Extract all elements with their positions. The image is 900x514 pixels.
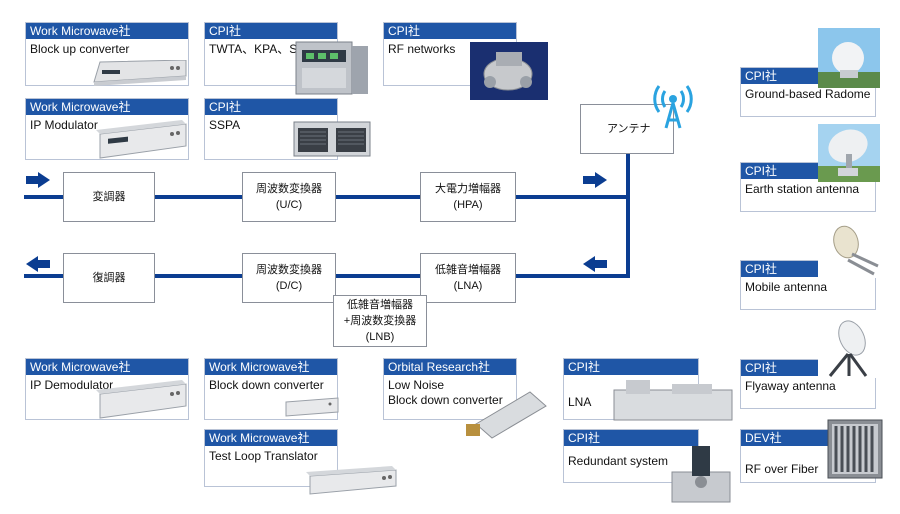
card-vendor: Work Microwave社 [205, 359, 337, 375]
amplifier-image [295, 41, 368, 95]
card-vendor: CPI社 [564, 359, 698, 375]
card-product: Flyaway antenna [745, 379, 836, 393]
card-product: Low Noise Block down converter [388, 378, 503, 407]
redundant-system-image [671, 446, 731, 503]
uplink-in-arrow-icon [26, 172, 50, 188]
card-vendor: Work Microwave社 [205, 430, 337, 446]
card-product: Ground-based Radome [745, 87, 871, 101]
card-product: Earth station antenna [745, 182, 860, 196]
hpa-box: 大電力増幅器 (HPA) [420, 172, 516, 222]
card-product: Test Loop Translator [209, 449, 318, 463]
rf-fiber-chassis-image [827, 419, 883, 479]
antenna-label: アンテナ [607, 123, 651, 135]
card-vendor: Orbital Research社 [384, 359, 516, 375]
card-vendor: CPI社 [205, 99, 337, 115]
card-vendor: CPI社 [205, 23, 337, 39]
flyaway-antenna-image [818, 318, 880, 378]
card-product: Block up converter [30, 42, 130, 56]
card-product: IP Modulator [30, 118, 98, 132]
mobile-antenna-image [818, 220, 880, 278]
earth-station-image [818, 124, 880, 182]
rack-unit-image [96, 120, 187, 159]
demodulator-box: 復調器 [63, 253, 155, 303]
card-product: IP Demodulator [30, 378, 114, 392]
downconverter-box: 周波数変換器 (D/C) [242, 253, 336, 303]
card-vendor: CPI社 [384, 23, 516, 39]
card-vendor: Work Microwave社 [26, 99, 188, 115]
antenna-box: アンテナ [580, 104, 674, 154]
lna-image [613, 380, 733, 421]
modulator-box: 変調器 [63, 172, 155, 222]
card-product: Redundant system [568, 454, 669, 468]
card-vendor: Work Microwave社 [26, 359, 188, 375]
rack-unit-image [93, 60, 187, 86]
radome-image [818, 28, 880, 88]
card-vendor: Work Microwave社 [26, 23, 188, 39]
card-test-loop-translator: Work Microwave社 Test Loop Translator [204, 429, 338, 487]
card-product: LNA [568, 395, 592, 409]
lna-box: 低雑音増幅器 (LNA) [420, 253, 516, 303]
card-product: TWTA、KPA、SSPA [209, 42, 321, 56]
card-product: Block down converter [209, 378, 324, 392]
card-product: SSPA [209, 118, 241, 132]
rack-unit-image [306, 466, 397, 495]
rack-unit-image [96, 380, 187, 419]
card-orbital-lnb: Orbital Research社 Low Noise Block down c… [383, 358, 517, 420]
card-vendor: CPI社 [564, 430, 698, 446]
lnb-image [466, 391, 547, 439]
antenna-tower-icon [653, 85, 693, 129]
lnb-box: 低雑音増幅器 +周波数変換器 (LNB) [333, 295, 427, 347]
rf-network-image [470, 42, 548, 100]
uplink-out-arrow-icon [583, 172, 607, 188]
upconverter-box: 周波数変換器 (U/C) [242, 172, 336, 222]
antenna-feed-line [626, 150, 630, 278]
rack-unit-image [285, 397, 339, 417]
downlink-out-arrow-icon [26, 256, 50, 272]
downlink-in-arrow-icon [583, 256, 607, 272]
card-product: RF networks [388, 42, 456, 56]
card-product: RF over Fiber [745, 462, 819, 476]
sspa-image [293, 121, 371, 157]
card-product: Mobile antenna [745, 280, 828, 294]
card-radome: CPI社 Ground-based Radome [740, 67, 876, 117]
